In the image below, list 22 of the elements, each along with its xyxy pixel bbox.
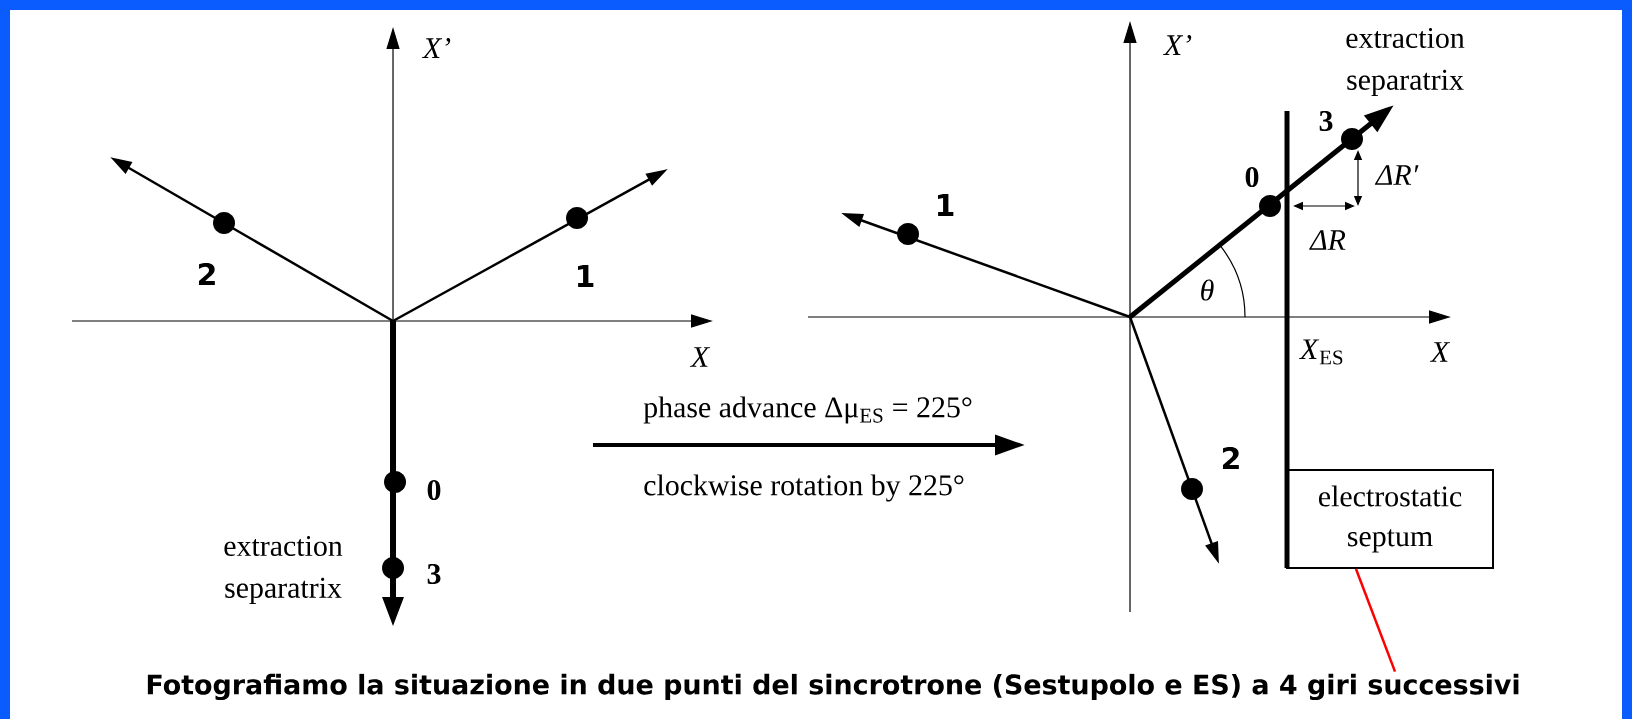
dimension-label: ΔR′	[1374, 165, 1419, 185]
point-label: 3	[427, 563, 441, 585]
point-label: 1	[578, 265, 594, 287]
angle-label: θ	[1201, 279, 1214, 301]
axis-label: X$_{ES}$	[1298, 339, 1343, 365]
axis-label: X’	[1162, 35, 1192, 55]
point-label: 3	[1319, 110, 1333, 132]
point-label: 2	[199, 262, 215, 286]
axis-label: X	[1429, 342, 1451, 362]
axis-label: X	[689, 347, 711, 367]
point-label: 1	[938, 194, 954, 216]
arrow-label: phase advance Δμ$_{ES}$ = 225°	[643, 396, 972, 424]
arrow-label: clockwise rotation by 225°	[644, 474, 964, 502]
septum-box: electrostatic septum	[1286, 469, 1494, 569]
point-label: 0	[1245, 166, 1259, 188]
caption-text: Fotografiamo la situazione in due punti del sincrotrone (Sestupolo e ES) a 4 giri successivi	[147, 673, 1519, 701]
point-label: 0	[427, 479, 441, 501]
curve-label: extraction separatrix	[224, 536, 343, 604]
curve-label: extraction separatrix	[1346, 28, 1465, 96]
dimension-label: ΔR	[1309, 230, 1346, 250]
axis-label: X’	[421, 38, 451, 58]
point-label: 2	[1222, 446, 1239, 470]
